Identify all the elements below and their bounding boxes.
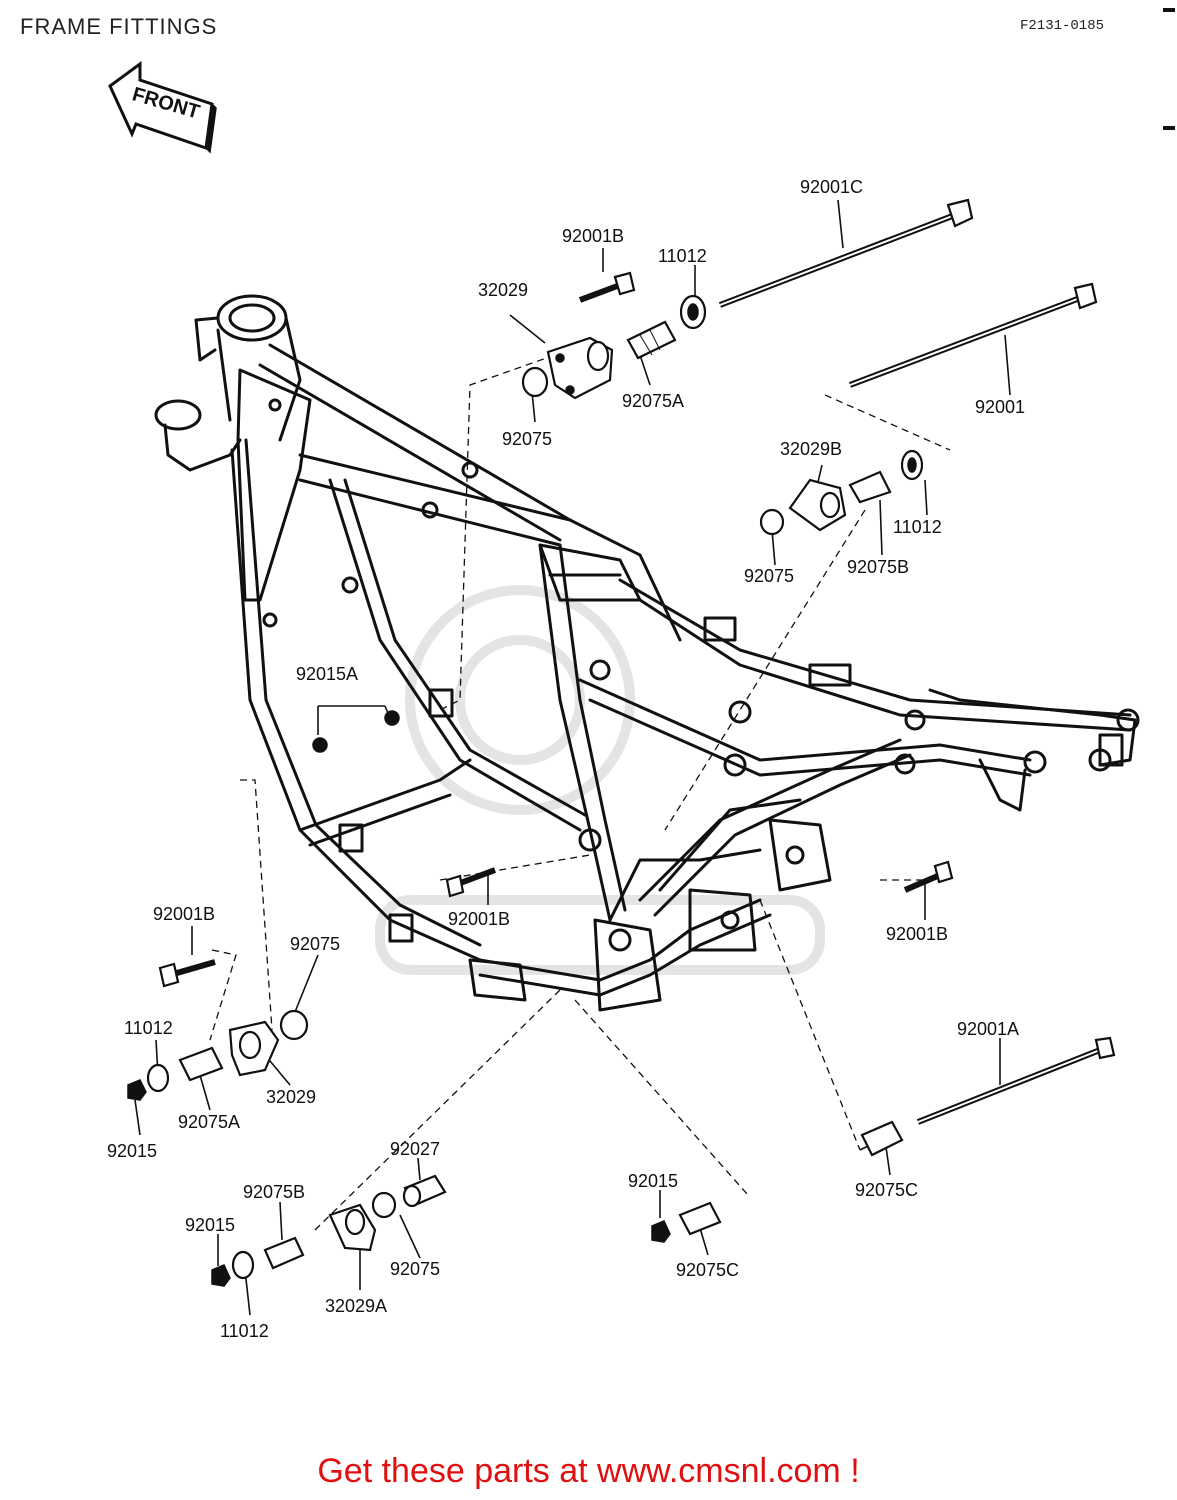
bushing-92075C-right-icon xyxy=(860,1120,904,1157)
callout-label: 92075A xyxy=(622,391,684,411)
nut-92015A-icon xyxy=(384,710,400,726)
collar-92075-right-icon xyxy=(759,508,785,536)
callout-label: 11012 xyxy=(124,1018,173,1038)
callout-labels: 92001C 92001B 11012 32029 92075A 92075 9… xyxy=(107,177,1025,1341)
footer-promo-link[interactable]: Get these parts at www.cmsnl.com ! xyxy=(317,1452,860,1490)
callout-label: 32029B xyxy=(780,439,842,459)
callout-label: 92001C xyxy=(800,177,863,197)
bolt-92001A-icon xyxy=(916,1036,1116,1125)
bolt-92001B-mid-icon xyxy=(445,867,497,898)
callout-label: 32029 xyxy=(266,1087,316,1107)
nut-92015-bottom-icon xyxy=(211,1264,231,1287)
frame-fittings-diagram: FRONT xyxy=(107,61,1140,1341)
watermark-logo xyxy=(375,585,825,975)
washer-11012-bottom-icon xyxy=(231,1250,255,1280)
bushing-92075B-bottom-icon xyxy=(263,1236,305,1270)
callout-label: 11012 xyxy=(658,246,707,266)
callout-label: 92075B xyxy=(243,1182,305,1202)
callout-label: 11012 xyxy=(893,517,942,537)
callout-label: 92075C xyxy=(676,1260,739,1280)
callout-label: 92001 xyxy=(975,397,1025,417)
washer-11012-left-icon xyxy=(146,1063,170,1093)
callout-label: 92001B xyxy=(562,226,624,246)
bolt-92001B-left-icon xyxy=(158,959,216,988)
callout-label: 92075B xyxy=(847,557,909,577)
callout-label: 92075A xyxy=(178,1112,240,1132)
diagram-code: F2131-0185 xyxy=(1020,18,1105,34)
callout-label: 92015A xyxy=(296,664,358,684)
callout-label: 92075 xyxy=(290,934,340,954)
edge-mark-top xyxy=(1163,8,1175,12)
callout-label: 92075 xyxy=(502,429,552,449)
nut-92015A-2-icon xyxy=(312,737,328,753)
collar-92075-top-icon xyxy=(521,366,549,398)
bolt-92001B-right-icon xyxy=(903,860,954,893)
callout-label: 92015 xyxy=(185,1215,235,1235)
bushing-92075A-top-icon xyxy=(626,320,677,360)
callout-label: 92001B xyxy=(886,924,948,944)
callout-label: 92001B xyxy=(153,904,215,924)
fitting-parts xyxy=(127,198,1116,1287)
callout-label: 92015 xyxy=(628,1171,678,1191)
callout-label: 11012 xyxy=(220,1321,269,1341)
bolt-92001B-top-icon xyxy=(578,271,636,303)
bracket-32029A-icon xyxy=(328,1203,377,1252)
leader-lines xyxy=(134,199,1011,1316)
callout-label: 92015 xyxy=(107,1141,157,1161)
bolt-92001C-icon xyxy=(718,198,974,308)
bushing-92075C-bottom-icon xyxy=(678,1201,722,1236)
callout-label: 32029 xyxy=(478,280,528,300)
nut-92015-left-icon xyxy=(127,1079,147,1101)
callout-label: 92075 xyxy=(390,1259,440,1279)
callout-label: 32029A xyxy=(325,1296,387,1316)
bracket-32029B-icon xyxy=(788,478,847,532)
nut-92015-right-icon xyxy=(651,1220,671,1243)
bushing-92075A-left-icon xyxy=(178,1046,224,1082)
bracket-32029-left-icon xyxy=(228,1020,280,1077)
washer-11012-top-inner-icon xyxy=(687,303,699,321)
collar-92075-left-icon xyxy=(279,1009,309,1041)
callout-label: 92075 xyxy=(744,566,794,586)
bracket-32029-top-icon xyxy=(546,336,614,400)
page-title: FRAME FITTINGS xyxy=(20,14,218,39)
front-arrow-icon: FRONT xyxy=(108,61,217,154)
bolt-92001-icon xyxy=(848,282,1098,388)
collar-92075-bottom-icon xyxy=(371,1191,397,1219)
callout-label: 92001A xyxy=(957,1019,1019,1039)
motorcycle-frame xyxy=(154,294,1140,1012)
callout-label: 92027 xyxy=(390,1139,440,1159)
bushing-92075B-right-icon xyxy=(848,470,892,504)
callout-label: 92001B xyxy=(448,909,510,929)
edge-mark-mid xyxy=(1163,126,1175,130)
collar-92027-icon xyxy=(402,1174,447,1208)
callout-label: 92075C xyxy=(855,1180,918,1200)
